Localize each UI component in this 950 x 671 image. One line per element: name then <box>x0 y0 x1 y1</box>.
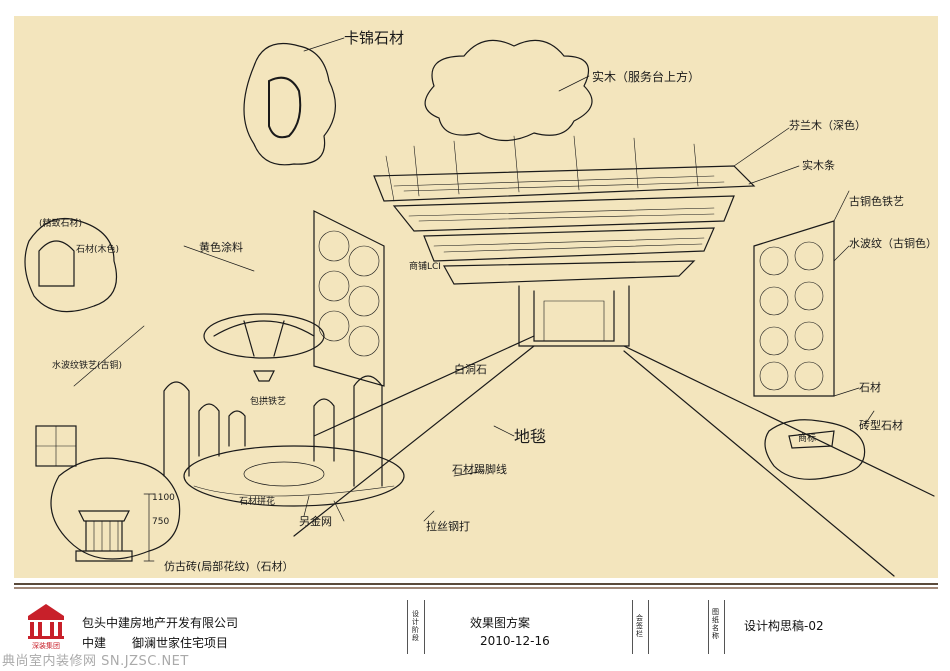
border-rule-light <box>14 587 938 589</box>
dimension-1100: 1100 <box>152 493 175 503</box>
sketch-lines <box>24 37 935 577</box>
annotation-ripple-bars: 水波纹铁艺(古铜) <box>52 361 123 371</box>
project-prefix: 中建 <box>82 636 107 650</box>
divider <box>724 600 725 654</box>
title-block: 深装集团 包头中建房地产开发有限公司 中建 御澜世家住宅项目 设计阶段 效果图方… <box>14 594 938 656</box>
annotation-metal-mesh: 另金网 <box>299 515 332 528</box>
divider <box>708 600 709 654</box>
annotation-solid-wood: 实木（服务台上方） <box>592 70 701 84</box>
annotation-small-stone: (精致石材) <box>39 219 83 229</box>
signature-label: 会签栏 <box>636 614 643 638</box>
project-name: 御澜世家住宅项目 <box>132 636 229 650</box>
annotation-stone: 石材 <box>859 381 881 394</box>
annotation-merchant: 商铺LCI <box>409 262 441 272</box>
svg-text:深装集团: 深装集团 <box>32 641 60 650</box>
annotation-fenlan-wood: 芬兰木（深色） <box>789 119 866 132</box>
divider <box>648 600 649 654</box>
annotation-stone-wood: 石材(木色) <box>76 245 120 255</box>
annotation-stone-pattern: 石材拼花 <box>239 497 276 507</box>
annotation-wood-strip: 实木条 <box>802 159 835 172</box>
annotation-water-ripple: 水波纹（古铜色） <box>849 237 937 250</box>
annotation-bronze-lattice: 古铜色铁艺 <box>849 195 904 208</box>
annotation-sign: 商标 <box>798 434 817 444</box>
company-logo: 深装集团 <box>28 604 64 650</box>
company-name: 包头中建房地产开发有限公司 <box>82 616 239 630</box>
dimension-750: 750 <box>152 517 170 527</box>
watermark: 典尚室内装修网 SN.JZSC.NET <box>2 654 189 669</box>
divider <box>632 600 633 654</box>
annotation-stone-skirting: 石材踢脚线 <box>452 463 507 476</box>
drawing-name-label: 图纸名称 <box>712 608 719 640</box>
divider <box>407 600 408 654</box>
divider <box>424 600 425 654</box>
annotation-stone-top: 卡锦石材 <box>344 29 405 47</box>
annotation-white-wall: 白洞石 <box>454 363 487 376</box>
annotation-yellow-paint: 黄色涂料 <box>199 241 243 254</box>
annotation-brick-shaped: 砖型石材 <box>859 419 903 432</box>
sketch-drawing: 卡锦石材 实木（服务台上方） 芬兰木（深色） 实木条 古铜色铁艺 水波纹（古铜色… <box>14 16 938 578</box>
annotation-arch-label: 包拱铁艺 <box>250 397 287 407</box>
annotation-sand-steel: 拉丝钢打 <box>426 520 470 533</box>
annotation-floor: 地毯 <box>514 427 547 446</box>
border-rule-dark <box>14 583 938 585</box>
drawing-date: 2010-12-16 <box>480 634 550 648</box>
annotation-bottom-label: 仿古砖(局部花纹)（石材） <box>164 560 294 573</box>
design-stage-label: 设计阶段 <box>412 610 419 642</box>
drawing-type: 效果图方案 <box>470 616 531 630</box>
drawing-name: 设计构思稿-02 <box>744 619 824 633</box>
